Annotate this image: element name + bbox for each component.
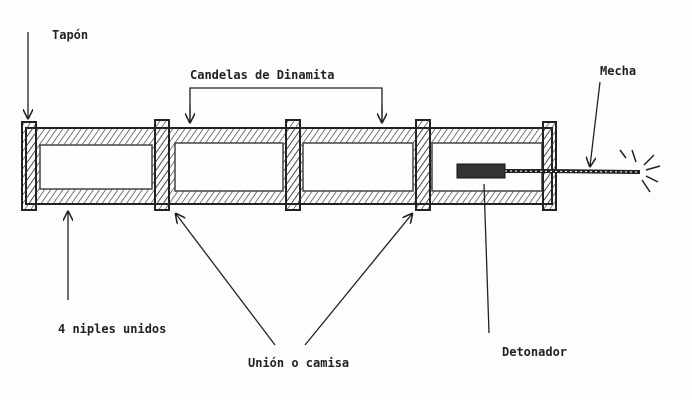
dynamite-chambers	[39, 142, 543, 192]
couplings	[21, 119, 557, 211]
leader-lines	[28, 32, 601, 346]
label-detonator: Detonador	[502, 345, 568, 359]
label-nipples: 4 niples unidos	[58, 322, 167, 336]
spark-icon	[619, 149, 661, 193]
label-fuse: Mecha	[600, 64, 637, 78]
label-plug: Tapón	[52, 28, 89, 42]
detonator	[456, 163, 506, 179]
label-dynamite: Candelas de Dinamita	[190, 68, 335, 82]
fuse-cord	[505, 169, 641, 174]
label-coupling: Unión o camisa	[248, 356, 350, 370]
